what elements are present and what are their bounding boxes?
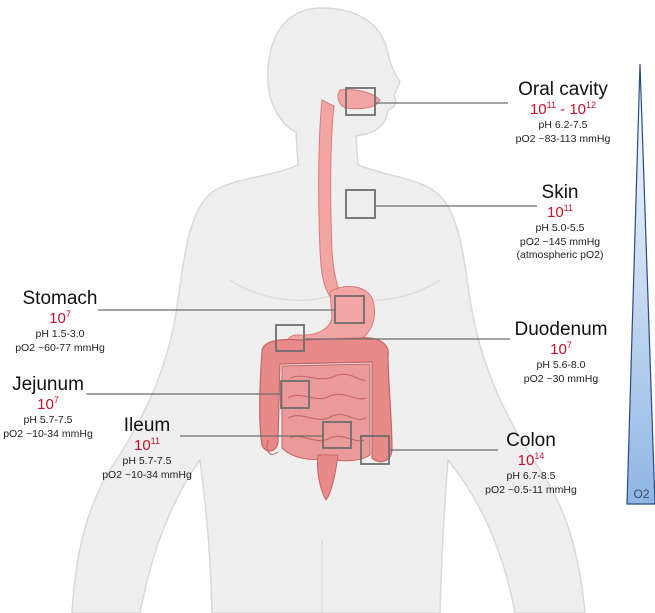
- skin-name: Skin: [541, 182, 579, 203]
- duodenum-po2: pO2 ~30 mmHg: [523, 372, 599, 385]
- label-duodenum: Duodenum 107 pH 5.6-8.0 pO2 ~30 mmHg: [496, 320, 626, 384]
- duodenum-ph: pH 5.6-8.0: [536, 359, 586, 371]
- jejunum-name: Jejunum: [12, 374, 84, 395]
- skin-ph: pH 5.0-5.5: [535, 222, 585, 234]
- duodenum-name: Duodenum: [514, 319, 608, 340]
- label-colon: Colon 1014 pH 6.7-8.5 pO2 ~0.5-11 mmHg: [466, 431, 596, 495]
- skin-po2: pO2 ~145 mmHg: [519, 235, 601, 248]
- o2-gradient-label: O2: [633, 487, 650, 501]
- colon-ph: pH 6.7-8.5: [506, 470, 556, 482]
- colon-name: Colon: [506, 430, 556, 451]
- label-ileum: Ileum 1011 pH 5.7-7.5 pO2 ~10-34 mmHg: [92, 416, 202, 480]
- oral-count: 1011 - 1012: [529, 100, 597, 118]
- oral-name: Oral cavity: [518, 79, 608, 100]
- ileum-name: Ileum: [123, 415, 171, 436]
- ileum-ph: pH 5.7-7.5: [122, 455, 172, 467]
- skin-count: 1011: [546, 203, 574, 221]
- label-jejunum: Jejunum 107 pH 5.7-7.5 pO2 ~10-34 mmHg: [0, 375, 96, 439]
- stomach-ph: pH 1.5-3.0: [35, 328, 85, 340]
- region-markers: [86, 87, 537, 465]
- ileum-count: 1011: [133, 436, 161, 454]
- label-stomach: Stomach 107 pH 1.5-3.0 pO2 ~60-77 mmHg: [0, 289, 120, 353]
- ileum-box: [322, 421, 352, 449]
- stomach-count: 107: [49, 309, 71, 327]
- label-skin: Skin 1011 pH 5.0-5.5 pO2 ~145 mmHg (atmo…: [495, 183, 625, 261]
- oral-ph: pH 6.2-7.5: [538, 119, 588, 131]
- colon-count: 1014: [517, 451, 545, 469]
- skin-box: [345, 189, 376, 219]
- jejunum-ph: pH 5.7-7.5: [23, 414, 73, 426]
- duodenum-box: [275, 324, 305, 352]
- o2-gradient-triangle: [626, 63, 655, 505]
- skin-extra: (atmospheric pO2): [516, 249, 604, 261]
- oral-box: [345, 87, 376, 116]
- colon-po2: pO2 ~0.5-11 mmHg: [485, 483, 577, 496]
- stomach-po2: pO2 ~60-77 mmHg: [15, 341, 105, 354]
- jejunum-count: 107: [37, 395, 59, 413]
- label-oral-cavity: Oral cavity 1011 - 1012 pH 6.2-7.5 pO2 ~…: [498, 80, 628, 144]
- duodenum-count: 107: [550, 340, 572, 358]
- ileum-po2: pO2 ~10-34 mmHg: [102, 468, 192, 481]
- oral-po2: pO2 ~83-113 mmHg: [515, 132, 611, 145]
- jejunum-po2: pO2 ~10-34 mmHg: [3, 427, 93, 440]
- gi-tract: [259, 89, 393, 501]
- stomach-name: Stomach: [22, 288, 98, 309]
